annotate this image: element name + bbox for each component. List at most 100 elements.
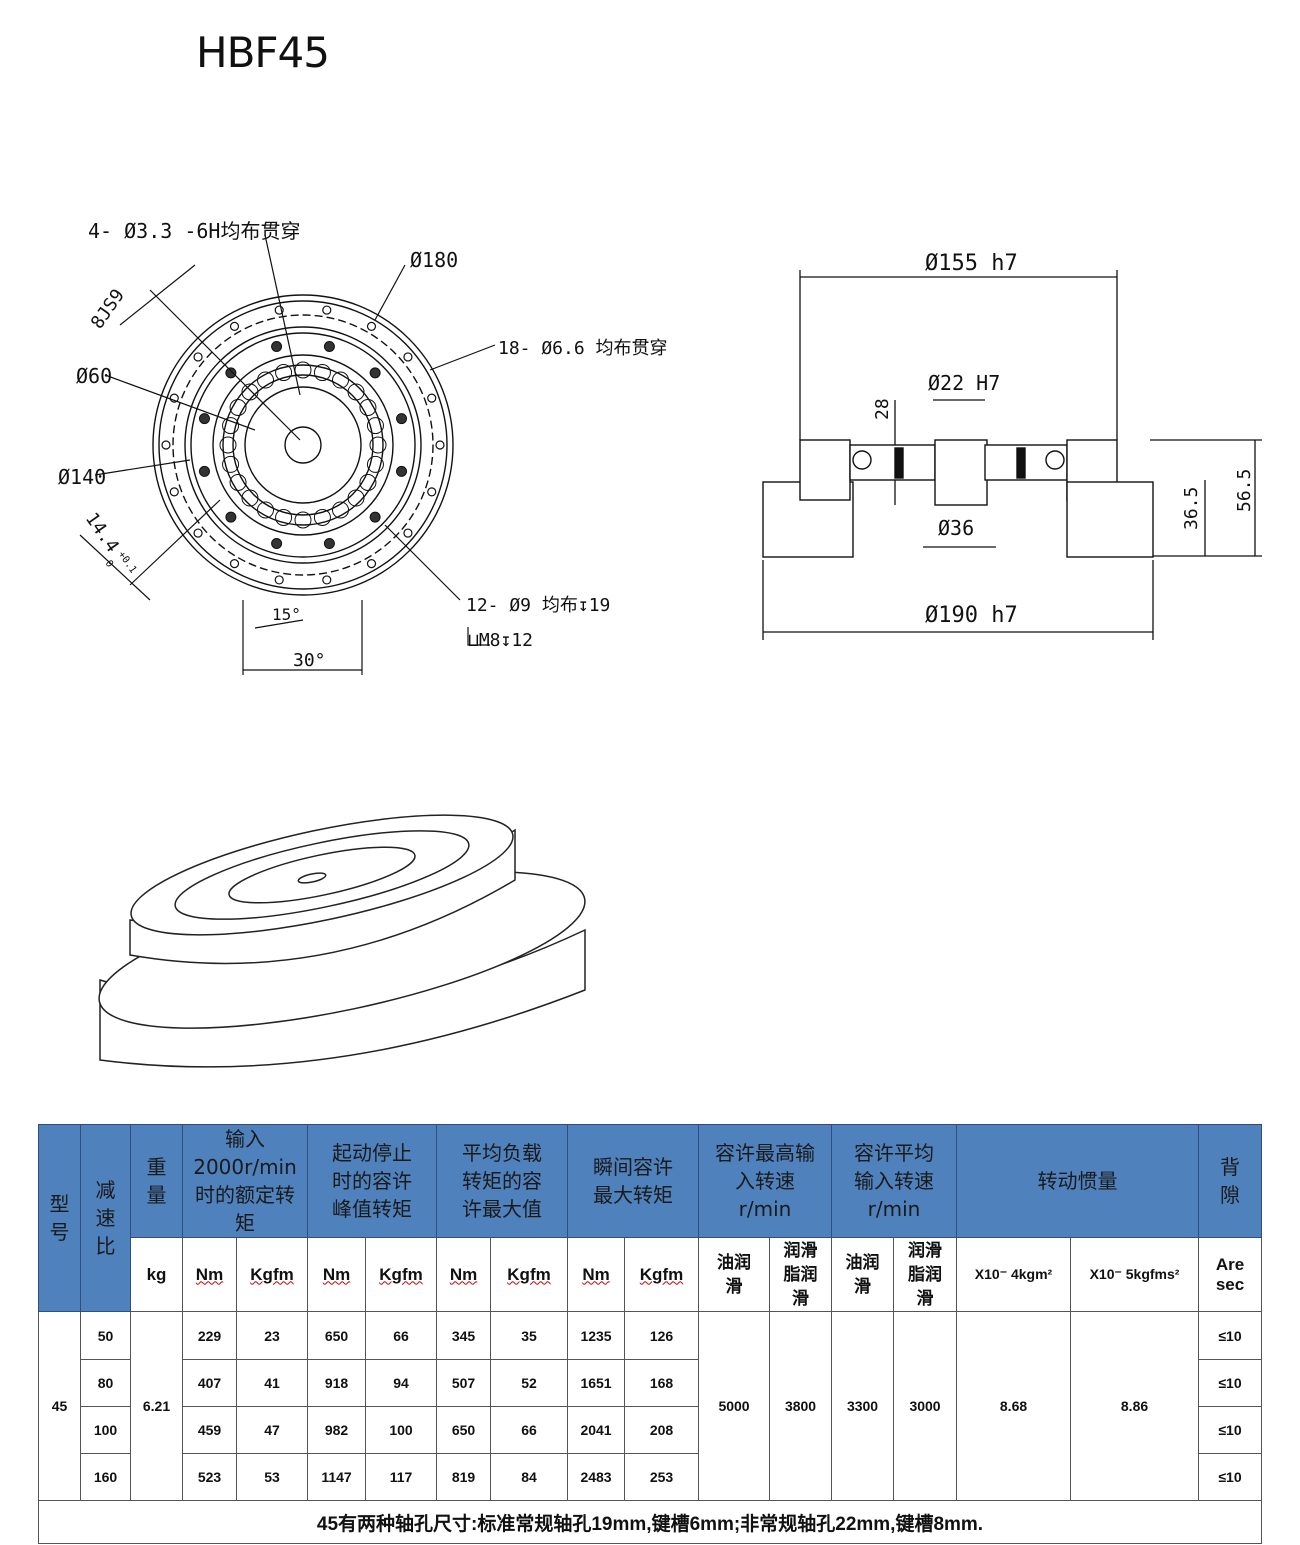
bolt-hole-6-6	[229, 321, 240, 331]
r-nm-cell: 459	[182, 1406, 237, 1454]
roller	[332, 371, 349, 389]
bolt-hole-9	[225, 511, 237, 523]
p-kgfm-cell: 94	[365, 1359, 438, 1407]
header-avg-torque: 平均负载转矩的容许最大值	[436, 1124, 569, 1238]
roller	[313, 364, 331, 382]
unit-nm: Nm	[195, 1264, 224, 1284]
d22-label: Ø22 H7	[928, 371, 1000, 395]
d60-label: Ø60	[76, 364, 112, 388]
roller	[229, 474, 247, 491]
dim144-label: 14.4	[81, 509, 123, 557]
angle15-label: 15°	[272, 605, 301, 624]
model-cell: 45	[38, 1311, 81, 1501]
unit-kg: kg	[130, 1237, 183, 1312]
r-nm-cell: 407	[182, 1359, 237, 1407]
footnote: 45有两种轴孔尺寸:标准常规轴孔19mm,键槽6mm;非常规轴孔22mm,键槽8…	[37, 1500, 1263, 1544]
roller	[222, 455, 240, 473]
roller	[275, 508, 293, 526]
bolt-hole-6-6	[427, 393, 437, 403]
roller	[241, 489, 259, 507]
p-nm-cell: 918	[307, 1359, 367, 1407]
bolt-hole-6-6	[322, 305, 332, 315]
p-nm-cell: 650	[307, 1311, 367, 1360]
bolt-hole-6-6	[229, 559, 240, 569]
a-nm-cell: 345	[436, 1311, 492, 1360]
tol-lower: 0	[103, 558, 115, 569]
unit-oil: 油润滑	[698, 1237, 771, 1312]
header-model: 型号	[38, 1124, 81, 1312]
unit-nm: Nm	[582, 1264, 610, 1284]
m-nm-cell: 1235	[567, 1311, 626, 1360]
bolt-hole-6-6	[274, 305, 284, 315]
isometric-reducer-illustration	[98, 814, 586, 1068]
m-kgfm-cell: 168	[624, 1359, 700, 1407]
unit-grease: 润滑脂润滑	[769, 1237, 833, 1312]
unit-inertia-kgm2: X10⁻ 4kgm²	[956, 1237, 1072, 1312]
p-kgfm-cell: 100	[365, 1406, 438, 1454]
p-kgfm-cell: 66	[365, 1311, 438, 1360]
backlash-cell: ≤10	[1198, 1311, 1263, 1360]
avgspeed-grease-cell: 3000	[893, 1311, 958, 1501]
spec-table: 型号 减速比 重量 输入2000r/min时的额定转矩 起动停止时的容许峰值转矩…	[37, 1124, 1263, 1544]
bolt-hole-6-6	[169, 487, 179, 497]
roller	[366, 417, 384, 435]
header-momentary-torque: 瞬间容许最大转矩	[567, 1124, 700, 1238]
bolt-hole-6-6	[161, 440, 171, 450]
unit-kgfm: Kgfm	[507, 1264, 551, 1284]
bolt-hole-6-6	[403, 528, 413, 538]
bolt-hole-6-6	[193, 352, 203, 362]
r-nm-cell: 229	[182, 1311, 237, 1360]
header-rated-torque: 输入2000r/min时的额定转矩	[181, 1124, 309, 1238]
bolt-hole-9	[271, 340, 283, 352]
bolt-hole-6-6	[435, 440, 445, 450]
d155-label: Ø155 h7	[925, 251, 1018, 276]
bolt-hole-6-6	[322, 575, 332, 585]
roller	[347, 383, 365, 401]
holes12-label: 12- Ø9 均布↧19	[466, 595, 610, 616]
bolt-hole-9	[225, 367, 237, 379]
m-kgfm-cell: 126	[624, 1311, 700, 1360]
roller	[332, 501, 349, 519]
r-kgfm-cell: 41	[235, 1359, 309, 1407]
r-kgfm-cell: 47	[235, 1406, 309, 1454]
product-title: HBF45	[196, 28, 330, 77]
h565-label: 56.5	[1234, 469, 1255, 512]
a-nm-cell: 507	[436, 1359, 492, 1407]
header-backlash: 背隙	[1198, 1124, 1263, 1238]
a-kgfm-cell: 84	[490, 1453, 569, 1501]
bolt-hole-9	[323, 340, 335, 352]
header-max-input-speed: 容许最高输入转速r/min	[698, 1124, 833, 1238]
roller	[257, 501, 274, 519]
bolt-hole-9	[198, 465, 210, 477]
maxspeed-oil-cell: 5000	[698, 1311, 771, 1501]
a-kgfm-cell: 66	[490, 1406, 569, 1454]
roller	[257, 371, 274, 389]
ratio-cell: 160	[80, 1453, 131, 1501]
unit-oil: 油润滑	[831, 1237, 895, 1312]
bolt-hole-6-6	[366, 321, 377, 331]
p-nm-cell: 982	[307, 1406, 367, 1454]
m-nm-cell: 1651	[567, 1359, 626, 1407]
bolt-hole-9	[396, 465, 408, 477]
weight-cell: 6.21	[130, 1311, 183, 1501]
bolt-hole-6-6	[427, 487, 437, 497]
d140-label: Ø140	[58, 465, 106, 489]
thread-label: ⊔M8↧12	[468, 630, 533, 651]
unit-nm: Nm	[322, 1264, 351, 1284]
p-kgfm-cell: 117	[365, 1453, 438, 1501]
keyway-label: 8JS9	[87, 285, 129, 333]
roller	[347, 489, 365, 507]
unit-kgfm: Kgfm	[379, 1264, 423, 1284]
roller	[313, 508, 331, 526]
m-kgfm-cell: 208	[624, 1406, 700, 1454]
roller	[294, 511, 312, 529]
roller	[359, 399, 377, 416]
bolt-hole-9	[271, 538, 283, 550]
side-section-drawing: Ø155 h7 Ø22 H7 28 Ø36 Ø190 h7 36.5 56.5	[762, 251, 1262, 640]
bolt-hole-9	[198, 413, 210, 425]
m-nm-cell: 2041	[567, 1406, 626, 1454]
roller	[219, 436, 237, 454]
